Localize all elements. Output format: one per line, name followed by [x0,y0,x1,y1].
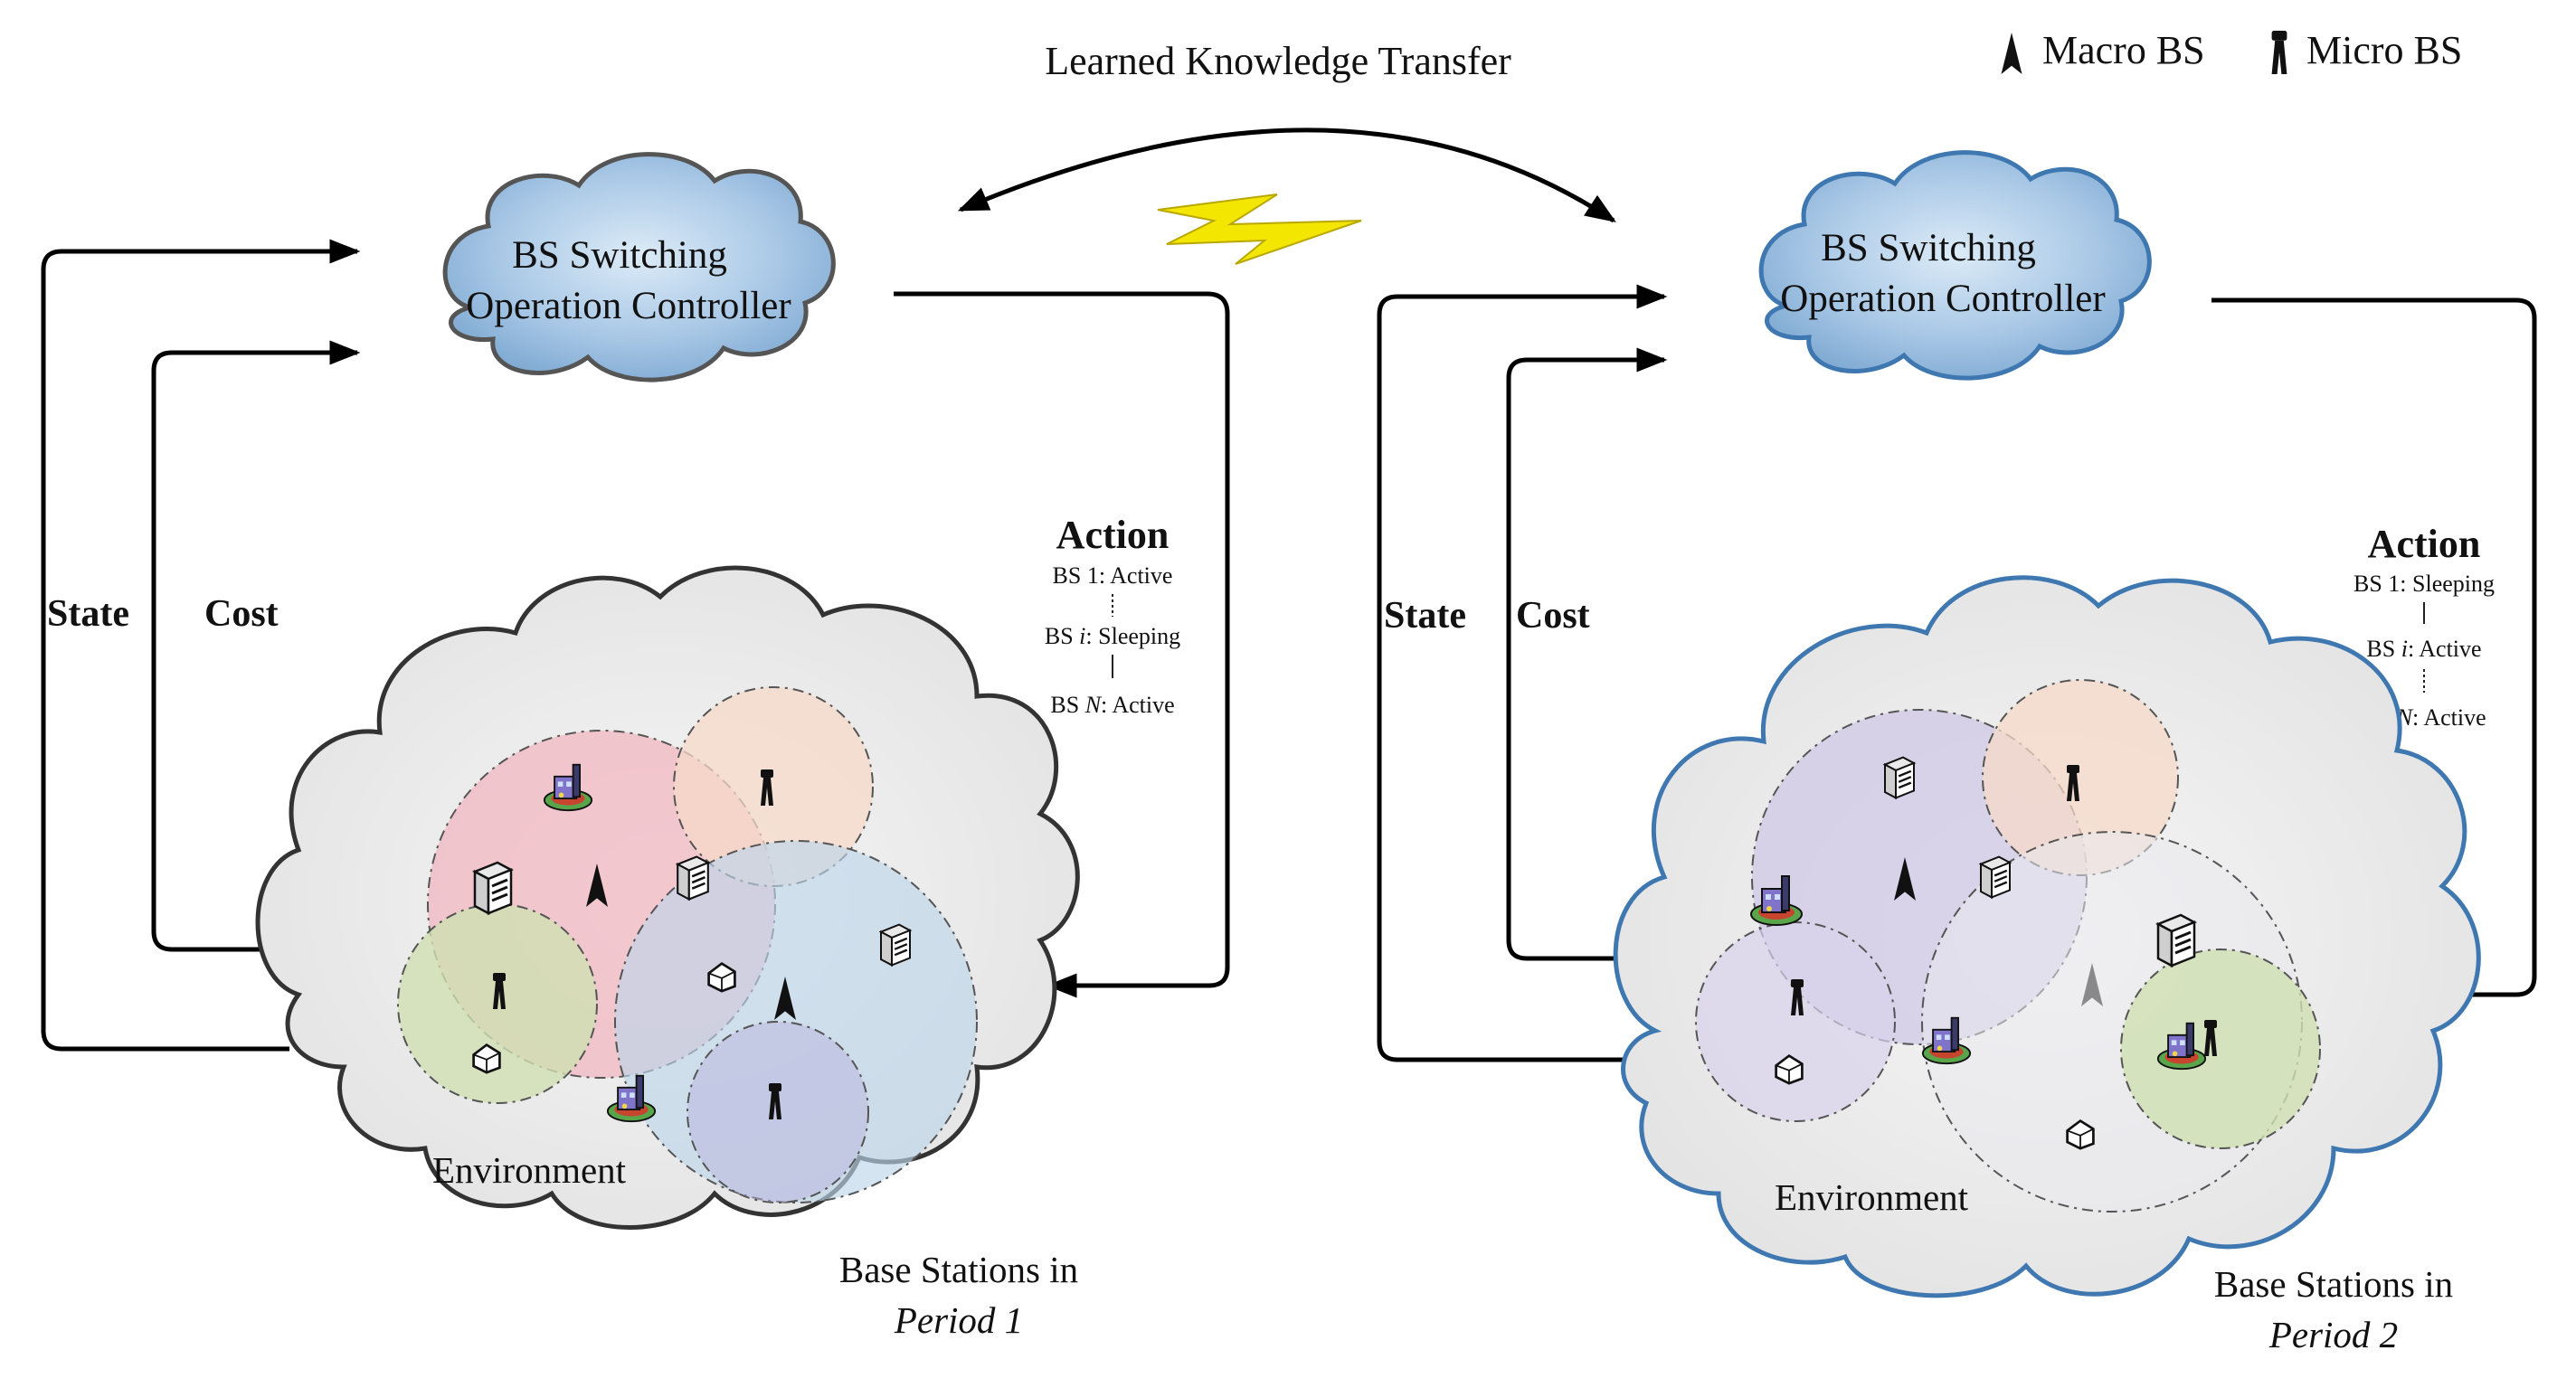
right-environment-cloud: Environment [1613,575,2481,1298]
right-controller-cloud: BS Switching Operation Controller [1758,150,2152,381]
right-caption-line2: Period 2 [2268,1314,2398,1355]
left-environment-cloud: Environment [255,565,1080,1230]
right-action-arrow [2211,297,2537,1007]
left-cost-label: Cost [204,593,279,635]
server-icon [473,861,513,915]
right-action-line2: BS i: Active [2366,636,2481,662]
legend-micro-label: Micro BS [2306,28,2462,72]
left-panel: BS Switching Operation Controller State … [41,152,1230,1341]
diagram-title: Learned Knowledge Transfer [1045,39,1511,83]
server-icon [2156,913,2196,967]
right-action-line1: BS 1: Sleeping [2353,571,2495,597]
right-cost-arrow [1506,347,1668,961]
left-action-title: Action [1056,513,1170,557]
right-state-arrow [1377,284,1668,1062]
left-action-arrow [894,291,1230,998]
left-action-line2: BS i: Sleeping [1045,623,1180,649]
right-action-block: Action BS 1: Sleeping BS i: Active BS N:… [2353,522,2495,731]
server-icon [879,923,912,967]
server-icon [676,855,710,901]
right-cell-small-purple [1695,921,1896,1122]
right-action-title: Action [2368,522,2481,566]
left-cost-arrow [151,340,361,952]
right-controller-line2: Operation Controller [1780,278,2105,320]
left-environment-label: Environment [432,1149,627,1191]
lightning-icon [1157,193,1362,265]
right-caption-line1: Base Stations in [2214,1263,2453,1305]
right-state-label: State [1384,595,1466,637]
right-panel: BS Switching Operation Controller State … [1377,150,2537,1355]
left-action-block: Action BS 1: Active BS i: Sleeping BS N:… [1045,513,1180,718]
left-state-arrow [41,239,361,1052]
legend-macro-label: Macro BS [2042,28,2205,72]
micro-bs-icon [2271,31,2287,74]
left-controller-line1: BS Switching [512,234,727,277]
right-cell-green [2120,949,2321,1149]
macro-bs-icon [2001,33,2022,74]
right-cost-label: Cost [1516,595,1590,637]
knowledge-transfer-arrow [957,127,1616,223]
left-state-label: State [47,593,129,635]
left-controller-cloud: BS Switching Operation Controller [442,152,836,382]
server-icon [1883,756,1916,799]
right-controller-line1: BS Switching [1821,227,2036,269]
legend: Macro BS Micro BS [2001,28,2462,74]
left-caption-line1: Base Stations in [839,1249,1078,1290]
left-controller-line2: Operation Controller [466,285,791,327]
server-icon [1979,855,2012,899]
left-action-line1: BS 1: Active [1053,562,1173,589]
right-environment-label: Environment [1775,1176,1969,1218]
left-action-line3: BS N: Active [1050,692,1174,718]
left-caption-line2: Period 1 [894,1299,1023,1341]
